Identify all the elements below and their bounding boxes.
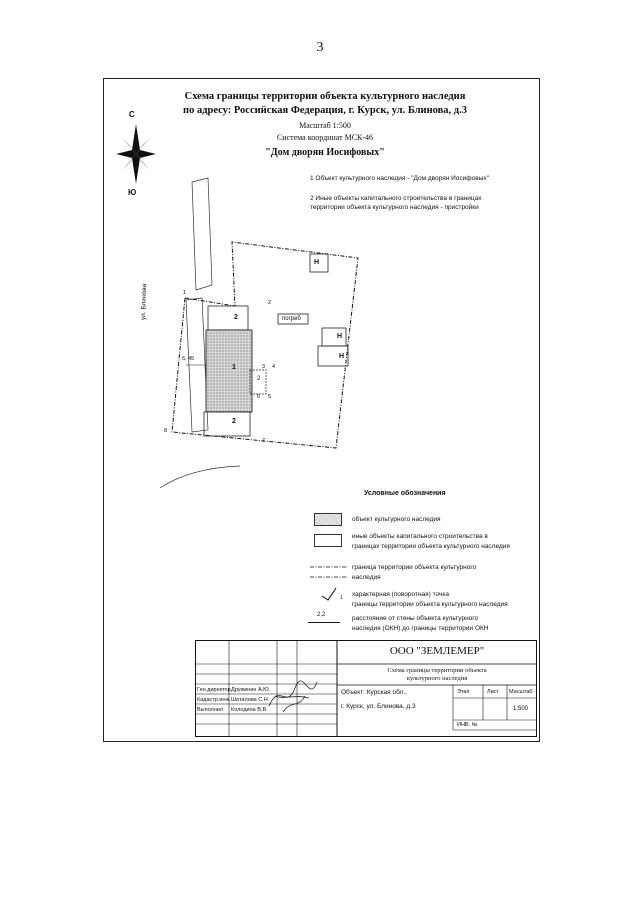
inventory-number: ИНВ. № — [457, 722, 478, 728]
company-name: ООО "ЗЕМЛЕМЕР" — [389, 645, 485, 657]
street-strip-bottom — [185, 297, 209, 433]
point-label-3: 3 — [262, 364, 266, 370]
col-scale: Масштаб — [509, 689, 533, 695]
point-label-6: 6 — [257, 394, 261, 400]
annex-top — [207, 305, 249, 331]
point-label-5: 5 — [268, 394, 272, 400]
title-block: ООО "ЗЕМЛЕМЕР" Схема границы территории … — [195, 640, 537, 737]
note-item-2-line1: 2 Иные объекты капитального строительств… — [310, 195, 482, 202]
legend-point-line2: границы территории объекта культурного н… — [352, 601, 508, 608]
note-item-2-line2: территории объекта культурного наследия … — [310, 204, 479, 211]
scheme-frame — [103, 78, 540, 742]
heritage-object — [205, 329, 253, 413]
scheme-address: по адресу: Российская Федерация, г. Курс… — [183, 105, 467, 116]
porch-label: 2 — [257, 376, 261, 382]
measure-label: 6, 45 — [182, 356, 195, 362]
stamp-name-2: Шаталова С.Н. — [231, 697, 270, 703]
signature-scribble — [268, 680, 318, 713]
doc-title-line2: культурного наследия — [406, 675, 468, 682]
title-block-grid — [195, 640, 537, 737]
territory-boundary — [171, 241, 359, 449]
legend-distance-line2: наследия (ОКН) до границы территории ОКН — [352, 625, 489, 632]
object-name: "Дом дворян Иосифовых" — [265, 147, 385, 158]
point-label-7: 7 — [262, 438, 266, 444]
building-2-label-top: 2 — [234, 314, 238, 321]
cellar — [277, 313, 309, 325]
building-1-label: 1 — [232, 364, 236, 371]
legend-boundary-sample — [310, 566, 348, 578]
legend-distance-line1: расстояние от стены объекта культурного — [352, 615, 479, 622]
road-curve — [159, 465, 241, 489]
compass-south: Ю — [128, 188, 137, 197]
building-h-top — [309, 253, 329, 273]
legend-distance-sample: 2,2 — [317, 612, 326, 618]
page-number: 3 — [316, 40, 324, 55]
object-address: г. Курск, ул. Блинова, д.3 — [341, 703, 416, 710]
building-h-label-3: Н — [339, 353, 345, 360]
stamp-role-2: Кадастр.инж. — [197, 697, 231, 703]
legend-okn-text: объект культурного наследия — [352, 516, 441, 523]
stamp-name-3: Колодина В.В. — [231, 707, 268, 713]
stamp-name-1: Дружинин А.Ю. — [231, 687, 271, 693]
point-label-1: 1 — [183, 290, 187, 296]
col-stage: Этап — [457, 689, 470, 695]
legend-boundary-line1: граница территории объекта культурного — [352, 564, 477, 571]
legend-other-line1: иные объекты капитального строительства … — [352, 533, 488, 540]
scale-label: Масштаб 1:500 — [299, 121, 351, 130]
building-h-low — [317, 345, 349, 367]
annex-bottom — [203, 411, 251, 437]
scheme-title: Схема границы территории объекта культур… — [184, 91, 466, 102]
point-label-4: 4 — [272, 364, 276, 370]
compass-rose-icon — [116, 124, 156, 184]
legend-okn-swatch — [314, 513, 342, 526]
doc-title-line1: Схема границы территории объекта — [387, 667, 487, 674]
legend-boundary-line2: наследия — [352, 574, 381, 581]
scale-value: 1:500 — [513, 706, 529, 712]
legend-point-icon — [321, 587, 337, 601]
building-2-label-bottom: 2 — [232, 418, 236, 425]
porch — [249, 369, 267, 395]
point-label-2: 2 — [268, 300, 272, 306]
legend-point-line1: характерная (поворотная) точка — [352, 591, 450, 598]
stamp-role-1: Ген.директор — [197, 687, 231, 693]
building-h-label-1: Н — [314, 259, 320, 266]
cellar-label: погреб — [282, 316, 301, 322]
note-item-1: 1 Объект культурного наследия - "Дом дво… — [310, 175, 489, 182]
building-h-label-2: Н — [337, 333, 343, 340]
stamp-role-3: Выполнил — [197, 707, 224, 713]
legend-distance-line — [308, 622, 340, 623]
building-h-mid — [321, 327, 347, 347]
legend-other-line2: границах территории объекта культурного … — [352, 543, 510, 550]
legend-title: Условные обозначения — [364, 490, 446, 497]
object-label: Объект: Курская обл., — [341, 689, 407, 696]
compass-north: С — [129, 110, 135, 119]
compass: С Ю — [113, 110, 159, 202]
coord-system-label: Система координат МСК-46 — [276, 133, 374, 142]
point-label-8: 8 — [164, 428, 168, 434]
legend-point-sample: 1 — [340, 595, 343, 601]
col-sheet: Лист — [487, 689, 499, 695]
street-strip-top — [191, 177, 213, 291]
site-plan — [159, 177, 359, 489]
street-label: ул. Блинова — [140, 283, 149, 321]
legend-other-swatch — [314, 534, 342, 547]
